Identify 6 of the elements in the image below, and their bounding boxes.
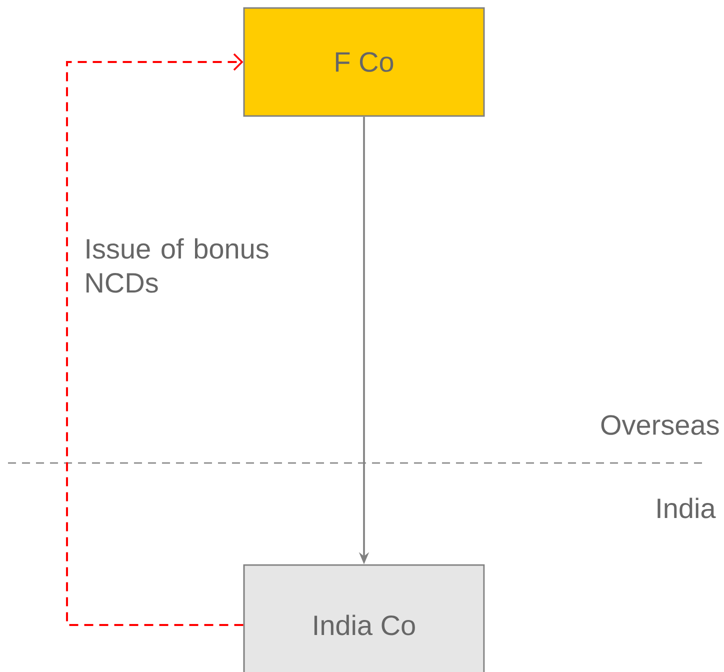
- region-label: Overseas: [601, 415, 719, 435]
- company-box: India Co: [243, 564, 485, 672]
- edge-label: Issue of bonus NCDs: [86, 238, 268, 293]
- company-box: F Co: [243, 7, 485, 117]
- arrow: [66, 53, 244, 626]
- region-label: India: [658, 498, 716, 518]
